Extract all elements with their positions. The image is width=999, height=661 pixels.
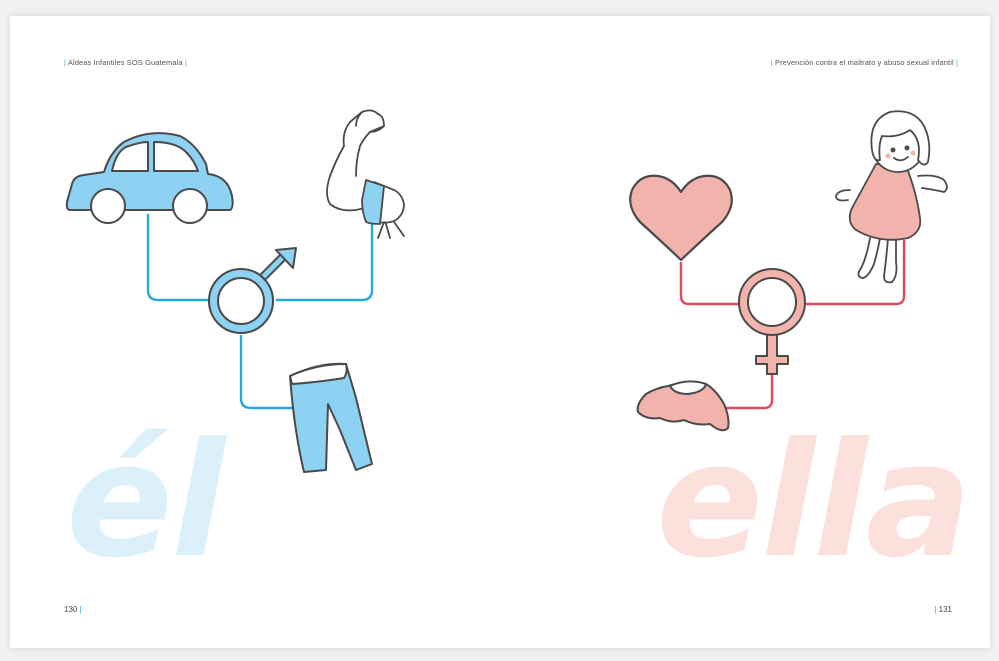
big-word-el: él: [66, 409, 227, 593]
doll-icon: [836, 111, 947, 282]
female-symbol-icon: [739, 269, 805, 374]
flexed-arm-icon: [327, 110, 404, 238]
male-symbol-icon: [209, 248, 296, 333]
car-icon: [67, 133, 233, 223]
pants-icon: [290, 364, 372, 472]
big-word-ella: ella: [656, 409, 970, 593]
heart-icon: [630, 176, 732, 260]
